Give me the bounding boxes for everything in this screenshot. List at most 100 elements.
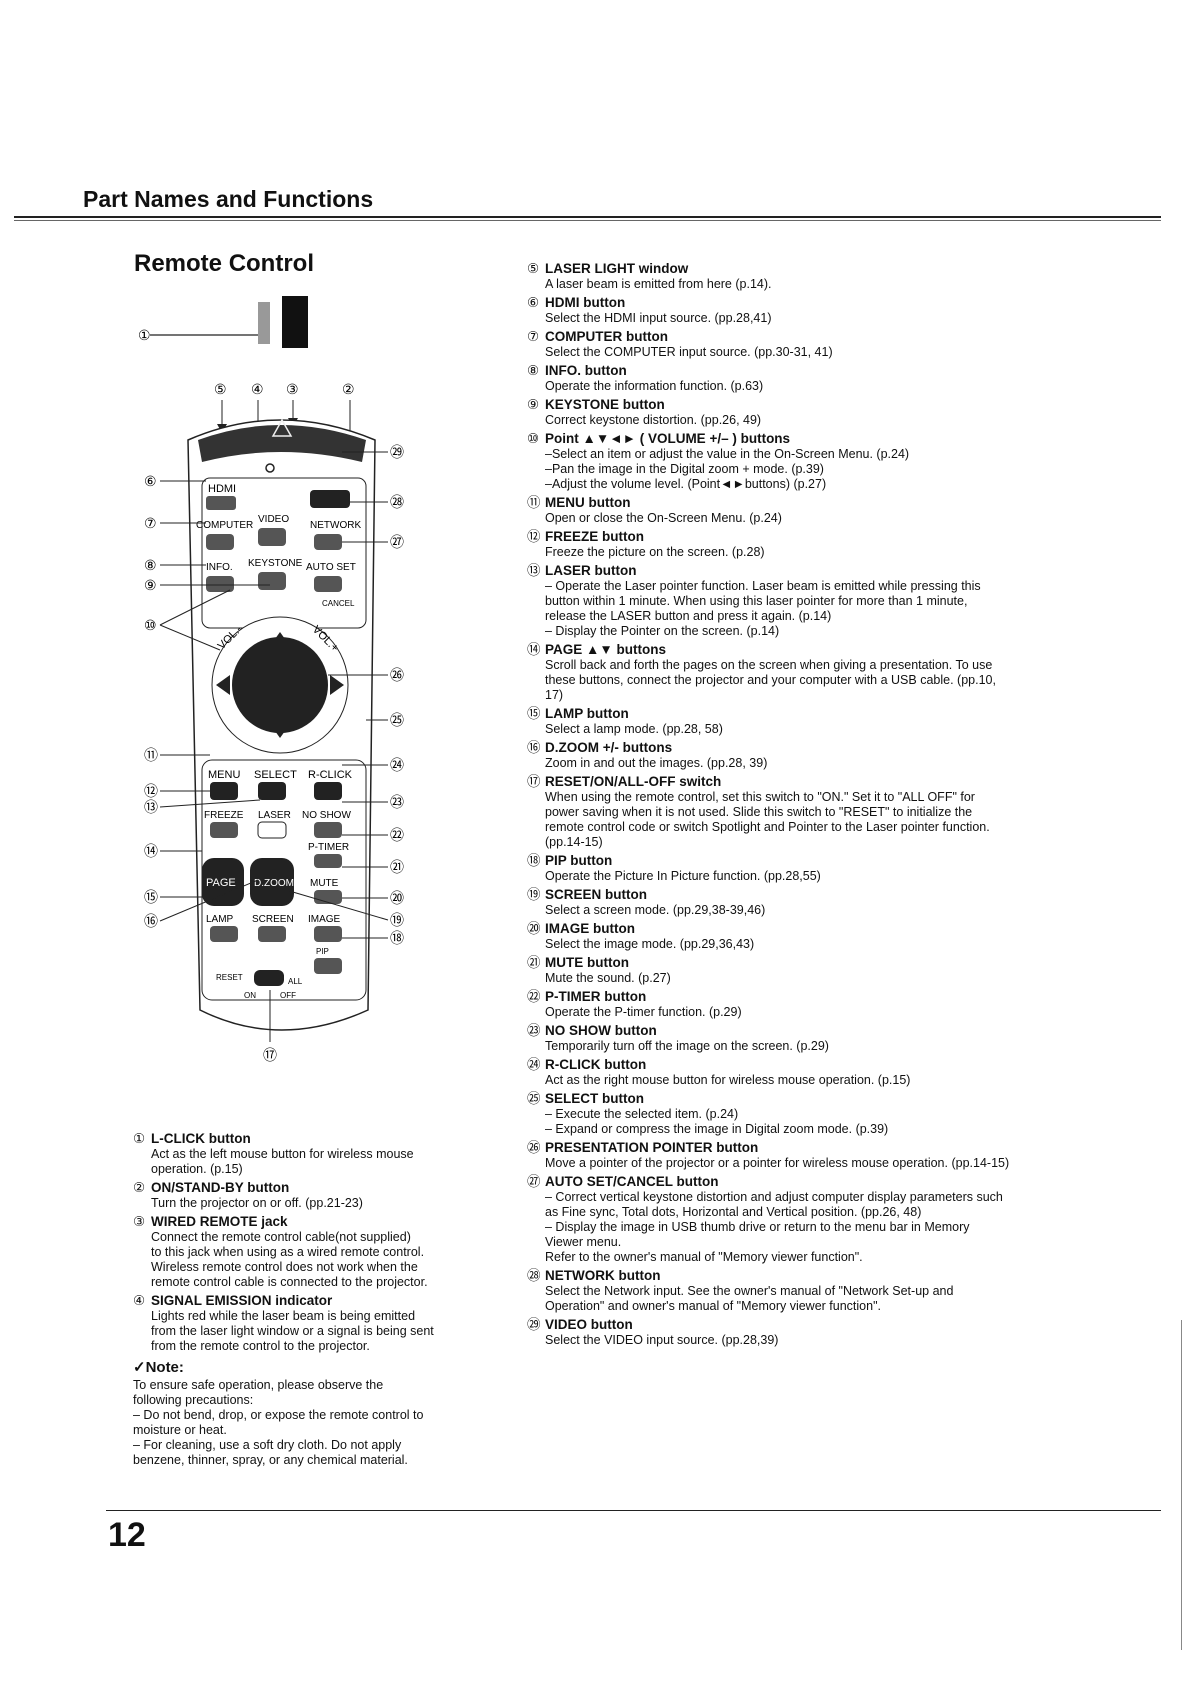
description-line: A laser beam is emitted from here (p.14)… — [545, 277, 772, 291]
label-r-click: R-CLICK — [308, 769, 353, 781]
description-line: Select a lamp mode. (pp.28, 58) — [545, 722, 723, 736]
label-hdmi: HDMI — [208, 483, 236, 495]
note-line: – For cleaning, use a soft dry cloth. Do… — [133, 1438, 402, 1452]
item-number: ⑳ — [527, 921, 541, 936]
pip-button — [314, 958, 342, 974]
description-line: –Adjust the volume level. (Point◄►button… — [545, 477, 827, 491]
callout-19: ⑲ — [390, 912, 404, 928]
label-all: ALL — [288, 977, 303, 986]
description-line: Scroll back and forth the pages on the s… — [545, 658, 993, 672]
top-sensor-left — [258, 302, 270, 344]
description-line: operation. (p.15) — [151, 1162, 243, 1176]
keystone-button — [258, 572, 286, 590]
callout-18: ⑱ — [390, 930, 404, 946]
item-title: WIRED REMOTE jack — [151, 1214, 288, 1229]
top-sensor-right — [282, 296, 308, 348]
description-line: –Select an item or adjust the value in t… — [545, 447, 910, 461]
item-number: ㉑ — [527, 955, 541, 970]
item-number: ⑬ — [527, 563, 541, 578]
callout-9a: ⑨ — [144, 577, 157, 593]
item-title: LASER LIGHT window — [545, 261, 689, 276]
item-number: ㉕ — [527, 1091, 541, 1106]
callout-24: ㉔ — [390, 757, 404, 773]
description-line: (pp.14-15) — [545, 835, 603, 849]
remote-top-band — [198, 425, 366, 462]
label-image: IMAGE — [308, 914, 341, 925]
description-line: from the laser light window or a signal … — [151, 1324, 434, 1338]
label-network: NETWORK — [310, 520, 361, 531]
description-heading: ⑳ IMAGE button — [527, 921, 1097, 937]
label-freeze: FREEZE — [204, 810, 244, 821]
description-heading: ⑬ LASER button — [527, 563, 1097, 579]
callout-1: ① — [138, 327, 151, 343]
item-number: ㉖ — [527, 1140, 541, 1155]
callout-line-13 — [159, 799, 261, 808]
item-number: ⑪ — [527, 495, 541, 510]
description-line: from the remote control to the projector… — [151, 1339, 370, 1353]
description-line: Wireless remote control does not work wh… — [151, 1260, 418, 1274]
item-title: LAMP button — [545, 706, 629, 721]
item-number: ⑤ — [527, 261, 540, 276]
menu-button — [210, 782, 238, 800]
item-number: ③ — [133, 1214, 146, 1229]
item-number: ① — [133, 1131, 146, 1146]
callout-line-19 — [285, 889, 389, 921]
reset-switch — [254, 970, 284, 986]
note-box: ✓Note: To ensure safe operation, please … — [133, 1358, 493, 1468]
callout-11: ⑪ — [144, 747, 158, 763]
label-info: INFO. — [206, 562, 233, 573]
presentation-pointer-button — [232, 637, 328, 733]
item-number: ㉒ — [527, 989, 541, 1004]
item-number: ⑩ — [527, 431, 540, 446]
callout-3: ③ — [286, 381, 299, 397]
item-number: ⑭ — [527, 642, 541, 657]
callout-line-10b — [159, 624, 221, 651]
item-number: ⑦ — [527, 329, 540, 344]
laser-button — [257, 821, 287, 839]
item-title: LASER button — [545, 563, 637, 578]
item-title: D.ZOOM +/- buttons — [545, 740, 673, 755]
dzoom-button — [250, 858, 294, 906]
description-line: Act as the right mouse button for wirele… — [545, 1073, 911, 1087]
label-dzoom: D.ZOOM — [254, 878, 294, 889]
note-line: following precautions: — [133, 1393, 254, 1407]
callout-2: ② — [342, 381, 355, 397]
item-title: IMAGE button — [545, 921, 635, 936]
note-line: – Do not bend, drop, or expose the remot… — [133, 1408, 424, 1422]
description-line: Temporarily turn off the image on the sc… — [545, 1039, 829, 1053]
no-show-button — [314, 822, 342, 838]
item-number: ⑲ — [527, 887, 541, 902]
description-heading: ⑤ LASER LIGHT window — [527, 261, 1097, 277]
label-laser: LASER — [258, 810, 291, 821]
point-down-icon — [270, 724, 290, 738]
p-timer-button — [314, 854, 342, 868]
item-number: ⑥ — [527, 295, 540, 310]
callout-line-10a — [159, 589, 231, 626]
select-button — [258, 782, 286, 800]
item-number: ㉗ — [527, 1174, 541, 1189]
description-line: Open or close the On-Screen Menu. (p.24) — [545, 511, 782, 525]
callout-14: ⑭ — [144, 843, 158, 859]
